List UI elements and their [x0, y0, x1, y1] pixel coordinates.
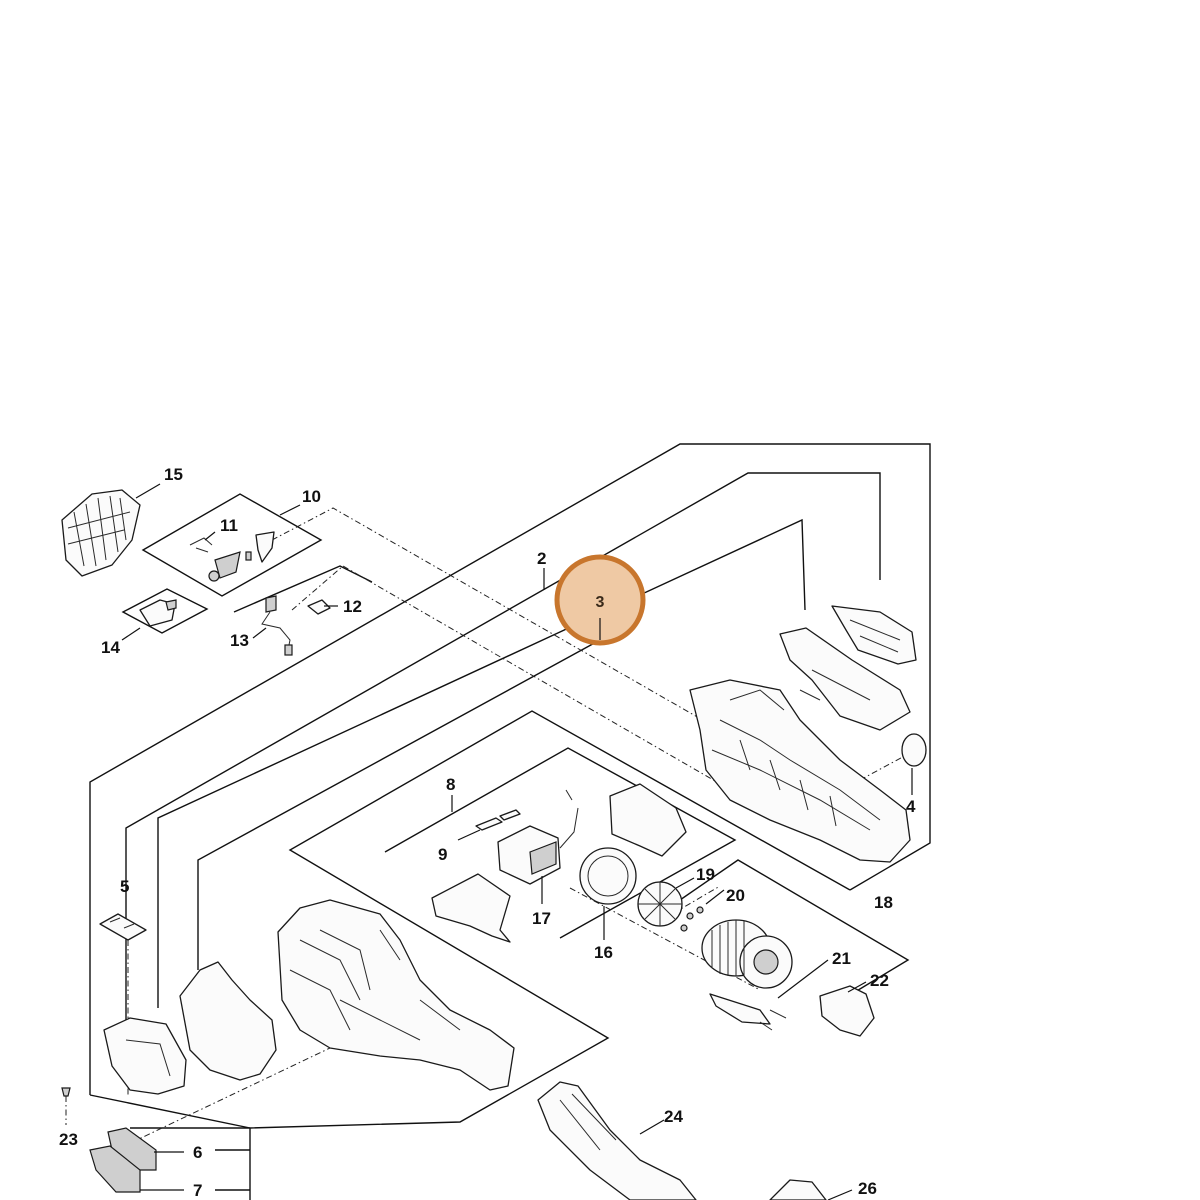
part-5-label[interactable] [99, 913, 147, 941]
part-4-disc[interactable] [901, 733, 927, 767]
part-23-screw[interactable] [61, 1087, 71, 1097]
callout-20[interactable]: 20 [726, 886, 745, 905]
part-7-pad[interactable] [89, 1145, 141, 1193]
part-20-screws[interactable] [680, 906, 704, 932]
callout-12[interactable]: 12 [343, 597, 362, 616]
callout-21[interactable]: 21 [832, 949, 851, 968]
part-21-cable[interactable] [709, 993, 787, 1031]
callout-10[interactable]: 10 [302, 487, 321, 506]
part-inner-cover[interactable] [779, 627, 911, 731]
part-12-terminal[interactable] [307, 599, 331, 615]
part-fan-cover[interactable] [609, 783, 687, 857]
callout-22[interactable]: 22 [870, 971, 889, 990]
callout-9[interactable]: 9 [438, 845, 447, 864]
callout-26[interactable]: 26 [858, 1179, 877, 1198]
part-15-grille[interactable] [61, 489, 141, 577]
highlight-circle[interactable] [554, 554, 646, 646]
leader-lines [121, 483, 913, 1200]
callout-8[interactable]: 8 [446, 775, 455, 794]
callout-23[interactable]: 23 [59, 1130, 78, 1149]
part-22-knob[interactable] [819, 985, 875, 1037]
part-18-motor[interactable] [701, 919, 793, 989]
part-side-shell[interactable] [179, 961, 277, 1081]
part-26-nozzle[interactable] [769, 1179, 827, 1200]
part-14-switch[interactable] [139, 599, 177, 627]
callout-6[interactable]: 6 [193, 1143, 202, 1162]
callout-labels: 15 10 11 2 12 13 14 8 4 9 19 5 20 18 17 … [59, 465, 916, 1200]
part-10-lever-set[interactable] [208, 531, 275, 582]
callout-7[interactable]: 7 [193, 1181, 202, 1200]
assembly-frames [89, 443, 931, 1200]
callout-18[interactable]: 18 [874, 893, 893, 912]
callout-16[interactable]: 16 [594, 943, 613, 962]
callout-19[interactable]: 19 [696, 865, 715, 884]
callout-4[interactable]: 4 [906, 797, 916, 816]
part-9-pin[interactable] [475, 809, 521, 831]
part-housing-lower[interactable] [277, 899, 515, 1091]
part-housing-right[interactable] [689, 679, 911, 863]
highlight-callout-3[interactable]: 3 [554, 554, 646, 646]
callout-17[interactable]: 17 [532, 909, 551, 928]
part-duct-shell[interactable] [431, 873, 511, 943]
part-19-fan[interactable] [637, 881, 683, 927]
callout-13[interactable]: 13 [230, 631, 249, 650]
highlight-label: 3 [596, 594, 605, 611]
callout-11[interactable]: 11 [220, 516, 238, 535]
part-24-tube[interactable] [537, 1081, 697, 1200]
callout-24[interactable]: 24 [664, 1107, 683, 1126]
callout-2[interactable]: 2 [537, 549, 546, 568]
part-16-ring[interactable] [579, 847, 637, 905]
part-top-cover[interactable] [831, 605, 917, 665]
callout-5[interactable]: 5 [120, 877, 129, 896]
part-handle-cover[interactable] [103, 1017, 187, 1095]
part-11-clip[interactable] [189, 537, 213, 553]
callout-14[interactable]: 14 [101, 638, 120, 657]
callout-15[interactable]: 15 [164, 465, 183, 484]
part-17-module[interactable] [497, 789, 579, 885]
part-13-cable[interactable] [261, 595, 293, 656]
